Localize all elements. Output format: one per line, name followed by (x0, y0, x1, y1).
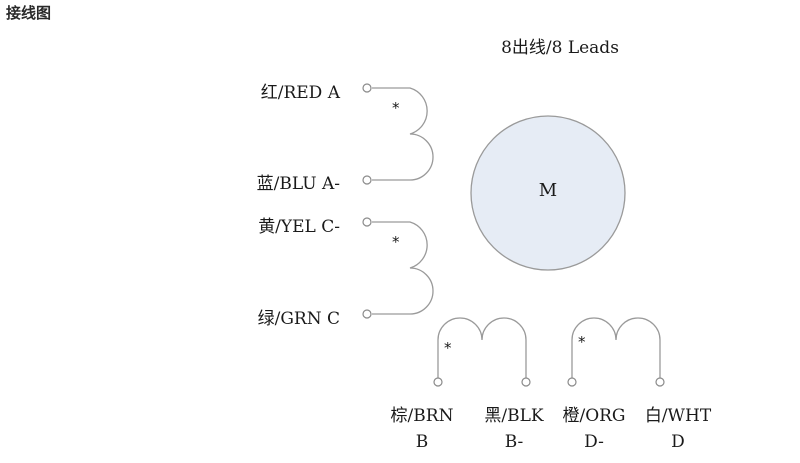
diagram-title: 8出线/8 Leads (501, 38, 619, 58)
lead-label-blu: 蓝/BLU A- (256, 174, 340, 194)
motor-label: M (538, 180, 558, 201)
lead-label-wht: 白/WHT D (628, 403, 728, 455)
polarity-mark-winding-c: * (392, 233, 400, 251)
lead-label-red: 红/RED A (260, 83, 340, 103)
terminal-org-d-minus (567, 377, 577, 387)
lead-terminal-b-minus: B- (504, 432, 524, 452)
page-heading: 接线图 (6, 4, 52, 22)
terminal-yel-c-minus (362, 217, 372, 227)
polarity-mark-winding-a: * (392, 99, 400, 117)
lead-terminal-d: D (671, 432, 685, 452)
lead-color-org: 橙/ORG (562, 406, 626, 426)
terminal-grn-c (362, 309, 372, 319)
lead-color-wht: 白/WHT (644, 406, 712, 426)
winding-a-coil (372, 87, 434, 181)
terminal-brn-b (433, 377, 443, 387)
terminal-blk-b-minus (521, 377, 531, 387)
lead-color-blk: 黑/BLK (484, 406, 544, 426)
lead-terminal-d-minus: D- (584, 432, 604, 452)
lead-color-brn: 棕/BRN (390, 406, 454, 426)
winding-d-coil (571, 317, 661, 378)
lead-label-blk: 黑/BLK B- (464, 403, 564, 455)
lead-terminal-b: B (415, 432, 429, 452)
lead-label-org: 橙/ORG D- (544, 403, 644, 455)
lead-label-grn: 绿/GRN C (257, 309, 340, 329)
terminal-wht-d (655, 377, 665, 387)
terminal-red-a (362, 83, 372, 93)
lead-label-yel: 黄/YEL C- (258, 217, 340, 237)
winding-c-coil (372, 221, 434, 315)
motor-circle (470, 115, 626, 271)
winding-b-coil (437, 317, 527, 378)
polarity-mark-winding-d: * (578, 333, 586, 351)
lead-label-brn: 棕/BRN B (372, 403, 472, 455)
polarity-mark-winding-b: * (444, 339, 452, 357)
terminal-blu-a-minus (362, 175, 372, 185)
